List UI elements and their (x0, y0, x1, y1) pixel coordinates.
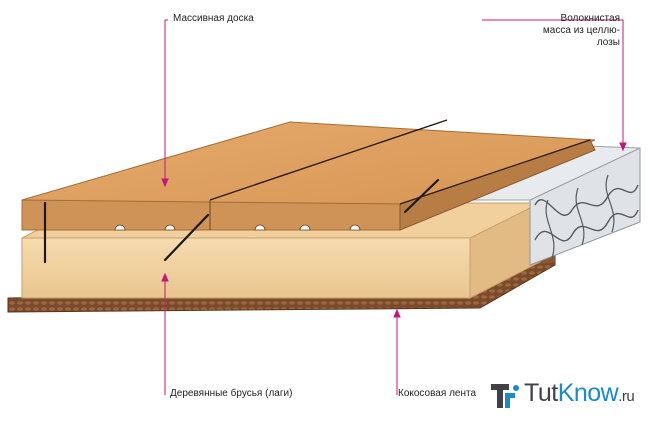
logo-brand-part2: Know (557, 379, 619, 407)
label-fiber-mass-line-2: масса из целлю- (542, 25, 620, 36)
label-fiber-mass: Волокнистая масса из целлю- лозы (543, 13, 620, 49)
leader-coconut-tape-arrow (393, 308, 401, 318)
logo-brand-part1: Tut (524, 379, 558, 407)
logo-emblem-icon (491, 384, 519, 408)
logo-brand-suffix: .ru (618, 388, 635, 405)
leader-fiber-mass-arrow (619, 142, 627, 152)
cellulose-insulation (469, 145, 641, 266)
fastening-screws (43, 178, 440, 264)
label-coconut-tape: Кокосовая лента (398, 388, 477, 399)
leader-solid-board-arrow (161, 178, 169, 188)
label-wooden-beams: Деревянные брусья (лаги) (170, 388, 293, 399)
label-fiber-mass-line-3: лозы (596, 37, 620, 48)
solid-floor-boards (21, 119, 596, 231)
tutknow-logo: TutKnow.ru (487, 378, 637, 412)
logo-wordmark: TutKnow.ru (524, 379, 635, 408)
angled-screw-right (403, 178, 440, 214)
angled-screw-left (163, 213, 210, 262)
label-fiber-mass-line-1: Волокнистая (560, 13, 620, 24)
leader-fiber-mass (482, 19, 624, 146)
leader-wooden-beams-arrow (161, 272, 169, 282)
label-solid-board: Массивная доска (173, 13, 254, 24)
leader-lines (161, 19, 627, 395)
